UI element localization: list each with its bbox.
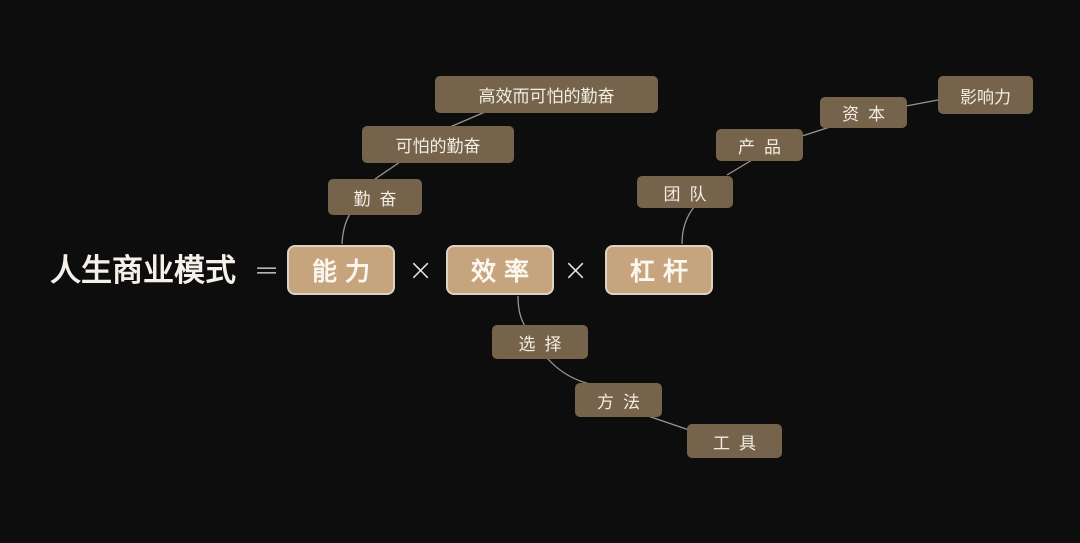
connector-efficiency-choice: [517, 295, 526, 327]
node-fearsome-diligence: 可怕的勤奋: [362, 126, 514, 163]
node-method: 方法: [575, 383, 662, 417]
node-product: 产品: [716, 129, 803, 161]
connector-capital-influence: [905, 99, 939, 107]
factor-ability: 能力: [287, 245, 395, 295]
multiply-sign-1: ×: [408, 253, 434, 288]
node-capital: 资本: [820, 97, 907, 128]
node-influence: 影响力: [938, 76, 1033, 114]
node-choice: 选择: [492, 325, 588, 359]
connector-team-product: [726, 159, 753, 176]
formula-title: 人生商业模式: [50, 253, 236, 289]
factor-leverage: 杠杆: [605, 245, 713, 295]
equals-sign: =: [254, 253, 280, 288]
multiply-sign-2: ×: [563, 253, 589, 288]
connector-method-tool: [647, 415, 693, 432]
connector-product-capital: [801, 126, 831, 137]
connector-diligence-fearsome: [374, 161, 401, 180]
connector-choice-method: [546, 357, 591, 385]
node-tool: 工具: [687, 424, 782, 458]
node-team: 团队: [637, 176, 733, 208]
connector-leverage-team: [681, 206, 695, 245]
connector-ability-diligence: [341, 213, 351, 245]
connector-fearsome-efficient: [449, 111, 486, 128]
factor-efficiency: 效率: [446, 245, 554, 295]
node-diligence: 勤奋: [328, 179, 422, 215]
node-efficient-fearsome-diligence: 高效而可怕的勤奋: [435, 76, 658, 113]
